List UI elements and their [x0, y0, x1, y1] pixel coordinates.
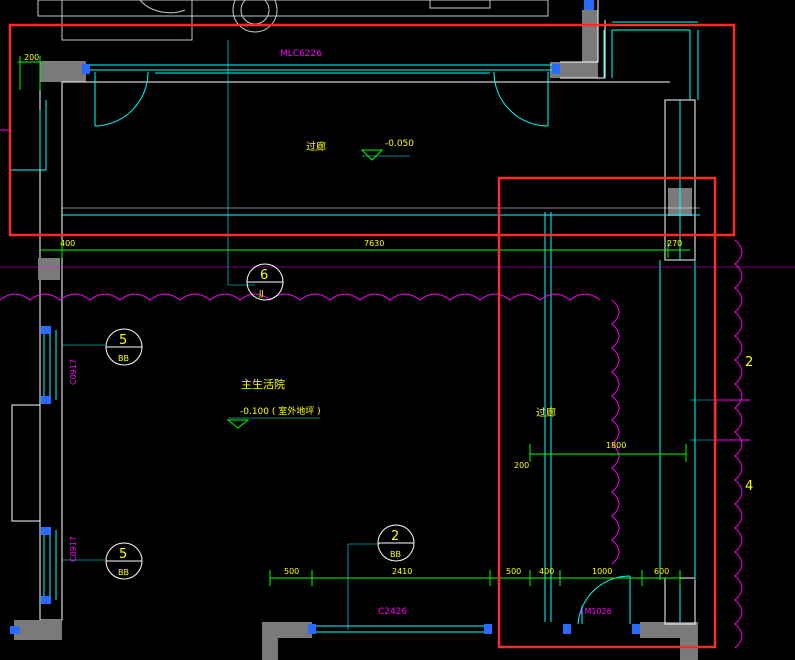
callout-5a-ref: BB — [118, 354, 129, 363]
callout-5b-ref: BB — [118, 568, 129, 577]
dim-1800: 1800 — [606, 441, 626, 450]
grid-4-label: 4 — [745, 479, 753, 494]
section-callouts — [105, 263, 415, 580]
dim-2410: 2410 — [392, 567, 412, 576]
glazing — [10, 21, 699, 633]
window-bottom-label: C2426 — [378, 607, 407, 617]
dim-bottom-mid: 7630 — [364, 239, 384, 248]
elevation-markers — [226, 149, 384, 429]
highlight-box-top — [8, 23, 736, 237]
callout-5a-number: 5 — [119, 333, 127, 348]
dim-bottom-right: 270 — [667, 239, 682, 248]
door-swings — [94, 71, 631, 625]
walls — [11, 0, 700, 660]
elevation-top-label: -0.050 — [385, 139, 414, 149]
dim-bottom-left: 400 — [60, 239, 75, 248]
highlight-boxes — [8, 23, 736, 649]
dim-left-top: 200 — [24, 53, 39, 62]
dim-400: 400 — [539, 567, 554, 576]
callout-6-number: 6 — [260, 268, 268, 283]
callout-2-ref: BB — [390, 550, 401, 559]
furniture-top — [37, 0, 549, 41]
callout-6-ref: JJ — [258, 289, 264, 298]
door-bottom-label: LM1026 — [580, 607, 612, 616]
window-left-a-label: C0917 — [69, 359, 78, 385]
dimension-lines — [18, 56, 690, 586]
corridor-top-label: 过廊 — [306, 140, 326, 153]
highlight-box-right — [497, 176, 717, 649]
window-markers — [10, 0, 640, 634]
callout-5b-number: 5 — [119, 547, 127, 562]
corridor-right-label: 过廊 — [536, 406, 556, 419]
callout-2-number: 2 — [391, 529, 399, 544]
room-elevation-label: -0.100 ( 室外地坪 ) — [240, 405, 321, 417]
axis-lines — [62, 40, 717, 630]
dim-1000: 1000 — [592, 567, 612, 576]
dim-500b: 500 — [506, 567, 521, 576]
revision-clouds — [0, 129, 795, 649]
dim-600: 600 — [654, 567, 669, 576]
window-top-label: MLC6226 — [280, 49, 322, 59]
dim-500a: 500 — [284, 567, 299, 576]
labels: MLC6226 过廊 -0.050 200 400 7630 270 6 JJ … — [24, 49, 753, 617]
window-left-b-label: C0917 — [69, 536, 78, 562]
room-name-label: 主生活院 — [241, 377, 285, 391]
dim-200: 200 — [514, 461, 529, 470]
grid-2-label: 2 — [745, 355, 753, 370]
